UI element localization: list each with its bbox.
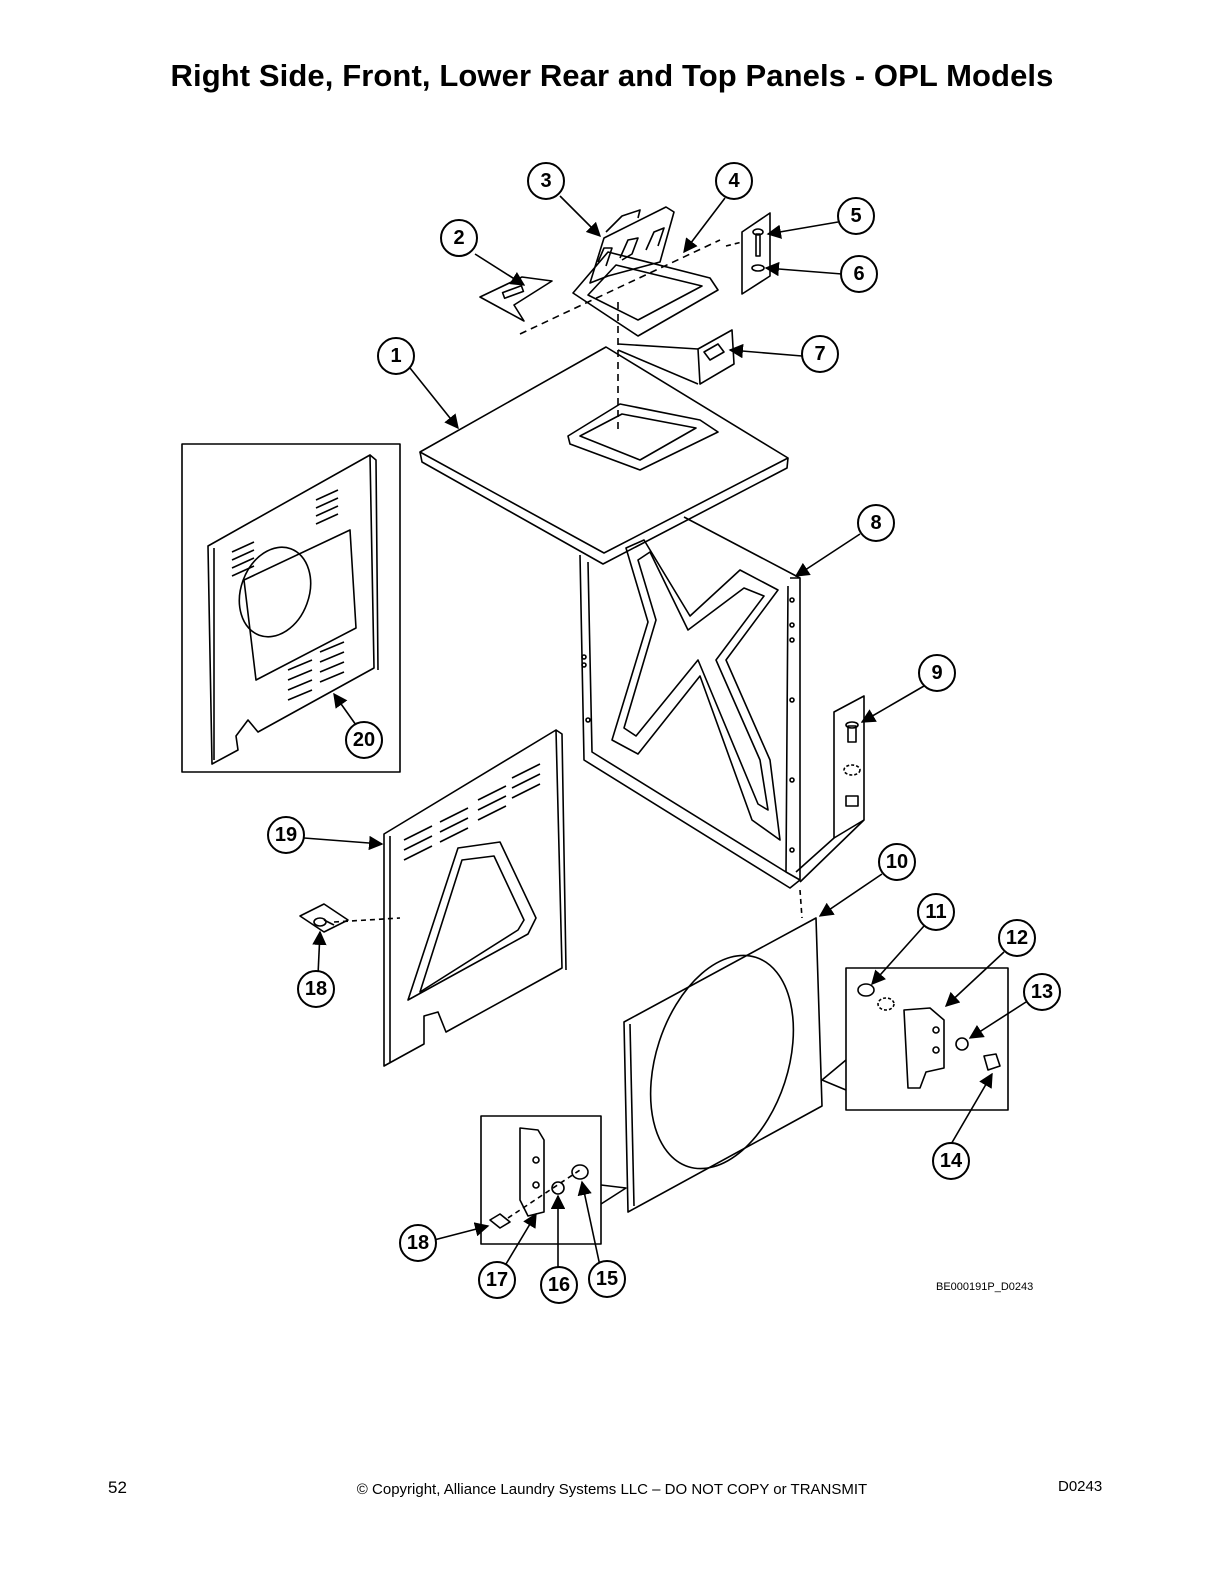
callout-2: 2	[453, 227, 464, 249]
callout-11: 11	[925, 901, 946, 923]
figure-code: BE000191P_D0243	[936, 1281, 1033, 1293]
callout-9-circle	[918, 654, 956, 692]
callout-7: 7	[814, 343, 825, 365]
callout-15: 15	[596, 1268, 618, 1290]
callout-8: 8	[870, 512, 881, 534]
lower-rear-panel-inset	[181, 443, 401, 773]
document-code: D0243	[1058, 1478, 1103, 1495]
callout-16: 16	[548, 1274, 570, 1296]
hinge-bracket-inset	[821, 967, 1009, 1111]
page-title: Right Side, Front, Lower Rear and Top Pa…	[170, 58, 1054, 93]
callout-1: 1	[390, 345, 401, 367]
callout-13: 13	[1031, 981, 1053, 1003]
lint-door-assembly	[572, 206, 719, 337]
callout-10: 10	[886, 851, 908, 873]
callout-12-circle	[998, 919, 1036, 957]
callout-16-circle	[540, 1266, 578, 1304]
callout-20-circle	[345, 721, 383, 759]
callout-2-circle	[440, 219, 478, 257]
callout-5: 5	[850, 205, 861, 227]
callout-15-circle	[588, 1260, 626, 1298]
callout-11-circle	[917, 893, 955, 931]
callout-4: 4	[728, 170, 740, 192]
clip-inset	[617, 329, 735, 385]
callout-18-lower-circle	[399, 1224, 437, 1262]
lower-bracket-inset	[480, 1115, 627, 1245]
callout-8-circle	[857, 504, 895, 542]
callout-13-circle	[1023, 973, 1061, 1011]
callout-14: 14	[940, 1150, 963, 1172]
callout-14-circle	[932, 1142, 970, 1180]
screw-nut-inset	[795, 695, 865, 883]
copyright-notice: © Copyright, Alliance Laundry Systems LL…	[356, 1481, 868, 1498]
callout-18-upper-circle	[297, 970, 335, 1008]
callout-18-lower: 18	[407, 1232, 429, 1254]
page-number: 52	[108, 1478, 127, 1497]
callout-6: 6	[853, 263, 864, 285]
callout-5-circle	[837, 197, 875, 235]
callout-6-circle	[840, 255, 878, 293]
callout-10-circle	[878, 843, 916, 881]
leader-lines	[303, 195, 1027, 1268]
label-plate-part	[479, 276, 553, 322]
callout-17-circle	[478, 1261, 516, 1299]
callout-12: 12	[1006, 927, 1028, 949]
callout-18-upper: 18	[305, 978, 327, 1000]
callout-7-circle	[801, 335, 839, 373]
top-panel-part	[419, 239, 789, 565]
callout-9: 9	[931, 662, 942, 684]
lower-rear-panel-part	[383, 729, 567, 1067]
callout-1-circle	[377, 337, 415, 375]
callout-19: 19	[275, 824, 297, 846]
screw-washer-inset	[725, 212, 771, 295]
callout-4-circle	[715, 162, 753, 200]
right-side-panel-part	[579, 516, 801, 889]
front-panel-part	[623, 889, 823, 1213]
screw-upper-inset	[299, 903, 401, 933]
callout-3-circle	[527, 162, 565, 200]
callout-17: 17	[486, 1269, 508, 1291]
callout-19-circle	[267, 816, 305, 854]
callout-20: 20	[353, 729, 375, 751]
callout-3: 3	[540, 170, 551, 192]
